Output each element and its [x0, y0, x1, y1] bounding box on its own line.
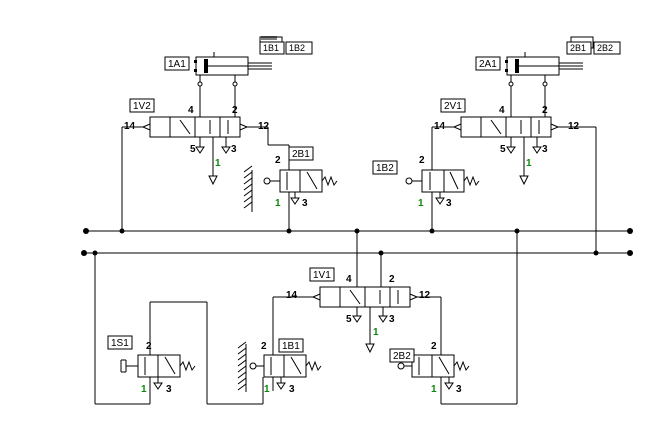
switch-tag-2b1: 2B1 [570, 43, 586, 53]
switch-tag-1b2: 1B2 [289, 43, 305, 53]
port-label: 2 [146, 341, 152, 352]
switch-tag-1b1: 1B1 [263, 43, 279, 53]
port-label: 2 [232, 105, 238, 116]
switch-tag-2b2: 2B2 [597, 43, 613, 53]
port-label: 5 [190, 144, 196, 155]
valve-label-1b1: 1B1 [282, 341, 300, 352]
cylinder-label-1a1: 1A1 [168, 59, 186, 70]
port-label: 2 [419, 155, 425, 166]
position-switch-marks [261, 36, 277, 40]
port-label: 3 [446, 198, 452, 209]
port-label: 4 [188, 105, 194, 116]
port-label: 14 [434, 121, 446, 132]
port-label: 3 [289, 384, 295, 395]
valve-label-1b2: 1B2 [376, 163, 394, 174]
cylinder-2a1 [475, 36, 594, 87]
port-label: 1 [215, 158, 221, 169]
valve-label-1v2: 1V2 [133, 101, 151, 112]
cylinder-label-2a1: 2A1 [479, 59, 497, 70]
pushbutton-valve-1s1 [94, 253, 263, 405]
port-label: 3 [231, 144, 237, 155]
port-label: 12 [419, 290, 431, 301]
port-label: 14 [286, 290, 298, 301]
switch-tag-box [593, 41, 621, 55]
signal-lines [267, 127, 289, 146]
port-label: 12 [568, 121, 580, 132]
port-label: 5 [500, 144, 506, 155]
port-label: 2 [261, 341, 267, 352]
port-label: 1 [141, 384, 147, 395]
port-label: 1 [264, 384, 270, 395]
valve-label-2b1: 2B1 [292, 149, 310, 160]
port-label: 3 [166, 384, 172, 395]
port-label: 14 [124, 121, 136, 132]
switch-tag-box [285, 41, 313, 55]
port-label: 1 [373, 327, 379, 338]
switch-tag-box [259, 41, 285, 55]
port-label: 3 [542, 144, 548, 155]
port-label: 2 [431, 341, 437, 352]
valve-label-2v1: 2V1 [444, 101, 462, 112]
port-label: 3 [456, 384, 462, 395]
port-label: 1 [418, 198, 424, 209]
port-label: 5 [346, 314, 352, 325]
valve-label-1v1: 1V1 [313, 270, 331, 281]
valve-1v1 [273, 231, 441, 354]
port-label: 1 [275, 198, 281, 209]
roller-valve-1b1 [237, 297, 322, 404]
port-label: 4 [346, 274, 352, 285]
port-label: 2 [389, 274, 395, 285]
port-label: 2 [275, 155, 281, 166]
port-label: 3 [389, 314, 395, 325]
switch-tag-box [566, 41, 592, 55]
port-label: 12 [258, 121, 270, 132]
valve-label-2b2: 2B2 [393, 351, 411, 362]
port-label: 4 [499, 105, 505, 116]
port-label: 1 [431, 384, 437, 395]
port-label: 3 [302, 198, 308, 209]
valve-label-1s1: 1S1 [111, 338, 129, 349]
roller-valve-2b1 [243, 145, 338, 231]
valve-2v1 [432, 86, 597, 253]
roller-valve-1b2 [372, 127, 480, 231]
port-label: 1 [526, 158, 532, 169]
valve-1v2 [121, 86, 268, 231]
port-label: 2 [542, 105, 548, 116]
supply-line-upper [83, 228, 633, 234]
roller-valve-2b2 [389, 231, 518, 405]
